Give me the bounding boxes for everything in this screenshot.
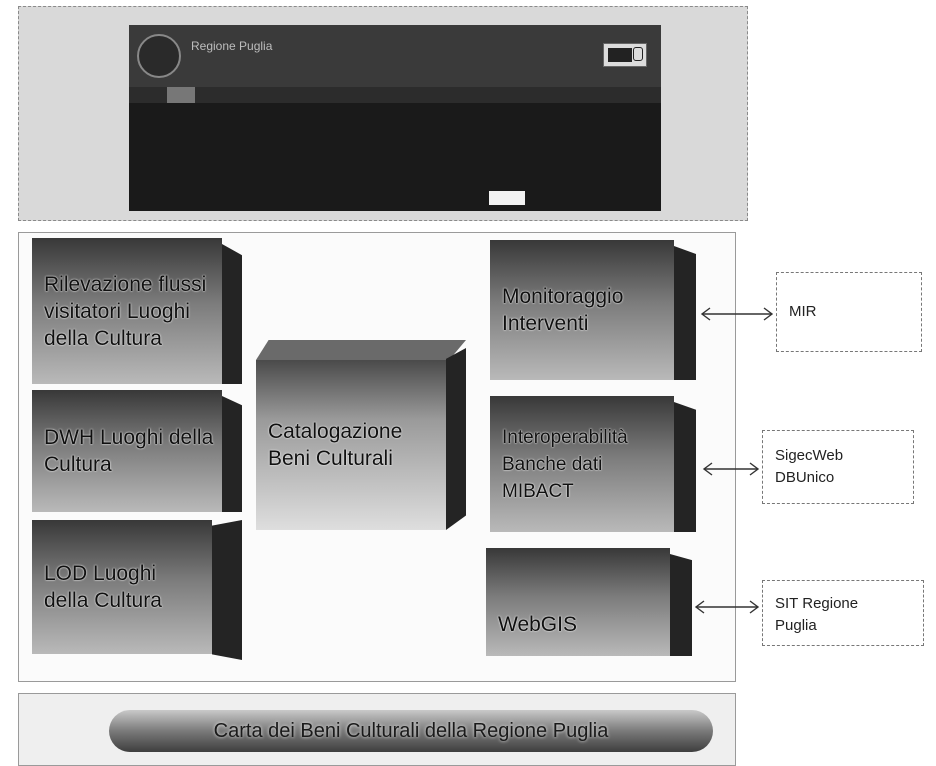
badge-block [608, 48, 632, 62]
foundation-label: Carta dei Beni Culturali della Regione P… [213, 719, 609, 742]
module-webgis: WebGIS [486, 548, 692, 656]
mir-connection-arrow [700, 307, 774, 321]
region-logo-icon [137, 34, 181, 78]
module-webgis-label: WebGIS [498, 613, 577, 636]
module-rilevazione-label: Rilevazione flussi visitatori Luoghi del… [44, 272, 207, 350]
external-mir-label: MIR [789, 303, 817, 320]
module-monitoraggio: Monitoraggio Interventi [490, 240, 696, 380]
foundation-panel: Carta dei Beni Culturali della Regione P… [18, 693, 736, 766]
website-screenshot-frame: Regione Puglia [18, 6, 748, 221]
lock-icon [633, 47, 643, 61]
module-dwh-label: DWH Luoghi della Cultura [44, 426, 214, 476]
module-rilevazione: Rilevazione flussi visitatori Luoghi del… [32, 238, 242, 384]
external-sigecweb-label-2: DBUnico [775, 469, 835, 486]
external-sigecweb: SigecWeb DBUnico [762, 430, 914, 504]
external-sigecweb-label-1: SigecWeb [775, 447, 844, 464]
website-header: Regione Puglia [129, 25, 661, 87]
sit-connection-arrow [694, 600, 760, 614]
module-interoperabilita-label: Interoperabilità Banche dati MIBACT [502, 426, 628, 502]
nav-active-tab [167, 87, 195, 103]
module-interoperabilita: Interoperabilità Banche dati MIBACT [490, 396, 696, 532]
header-badge [603, 43, 647, 67]
module-catalogazione: Catalogazione Beni Culturali [256, 340, 466, 530]
website-screenshot: Regione Puglia [129, 25, 661, 211]
external-sit: SIT Regione Puglia [762, 580, 924, 646]
module-lod-label: LOD Luoghi della Cultura [44, 562, 162, 612]
module-catalogazione-label: Catalogazione Beni Culturali [268, 420, 403, 470]
external-sit-label-2: Puglia [775, 617, 817, 634]
module-dwh: DWH Luoghi della Cultura [32, 390, 242, 512]
sigecweb-connection-arrow [702, 462, 760, 476]
foundation-cylinder: Carta dei Beni Culturali della Regione P… [109, 710, 713, 752]
external-mir: MIR [776, 272, 922, 352]
external-sit-label-1: SIT Regione [775, 595, 859, 612]
website-button [489, 191, 525, 205]
website-nav [129, 87, 661, 103]
module-lod: LOD Luoghi della Cultura [32, 520, 242, 660]
website-title: Regione Puglia [191, 39, 273, 53]
module-monitoraggio-label: Monitoraggio Interventi [502, 285, 624, 335]
